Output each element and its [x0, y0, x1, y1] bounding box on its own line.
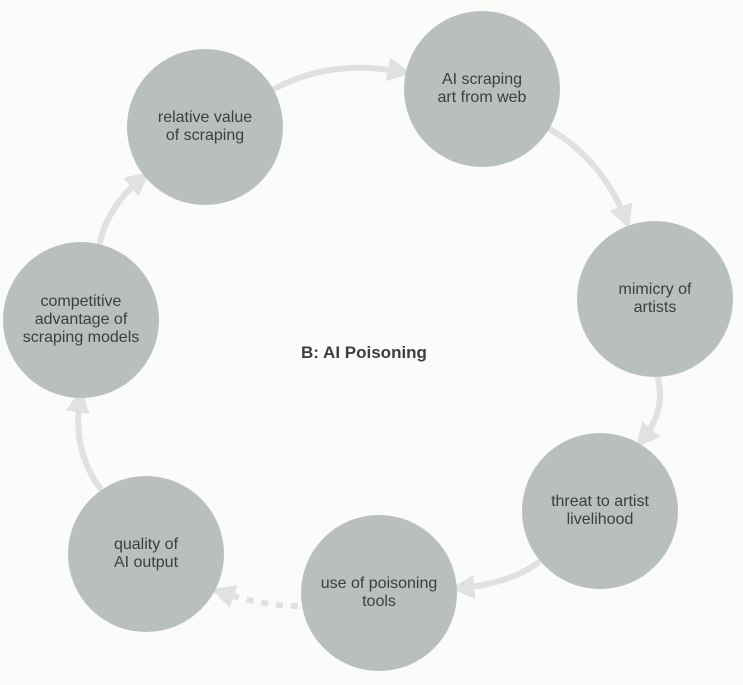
node-relative-value-label: relative value of scraping: [157, 109, 253, 144]
arrow-relative-value-to-ai-scraping: [269, 57, 412, 93]
diagram-title: B: AI Poisoning: [301, 343, 427, 362]
node-threat-label: threat to artist livelihood: [551, 493, 649, 528]
node-competitive-advantage: competitive advantage of scraping models: [3, 242, 159, 398]
arrow-ai-scraping-to-mimicry: [545, 125, 633, 229]
arrow-competitive-advantage-to-relative-value: [97, 171, 150, 245]
node-quality-label: quality of AI output: [113, 536, 179, 571]
node-competitive-advantage-label: competitive advantage of scraping models: [22, 293, 140, 346]
arrow-quality-to-competitive-advantage: [65, 388, 103, 491]
node-poisoning-tools: use of poisoning tools: [301, 515, 457, 671]
node-mimicry-label: mimicry of artists: [618, 281, 692, 316]
arrow-poisoning-tools-to-quality: [210, 585, 299, 609]
node-poisoning-tools-label: use of poisoning tools: [320, 575, 438, 610]
node-mimicry: mimicry of artists: [577, 221, 733, 377]
node-ai-scraping-label: AI scraping art from web: [437, 71, 527, 106]
node-relative-value: relative value of scraping: [127, 49, 283, 205]
arrow-mimicry-to-threat: [635, 375, 663, 448]
arrow-threat-to-poisoning-tools: [450, 560, 541, 599]
node-ai-scraping: AI scraping art from web: [404, 11, 560, 167]
node-quality: quality of AI output: [68, 476, 224, 632]
node-threat: threat to artist livelihood: [522, 433, 678, 589]
